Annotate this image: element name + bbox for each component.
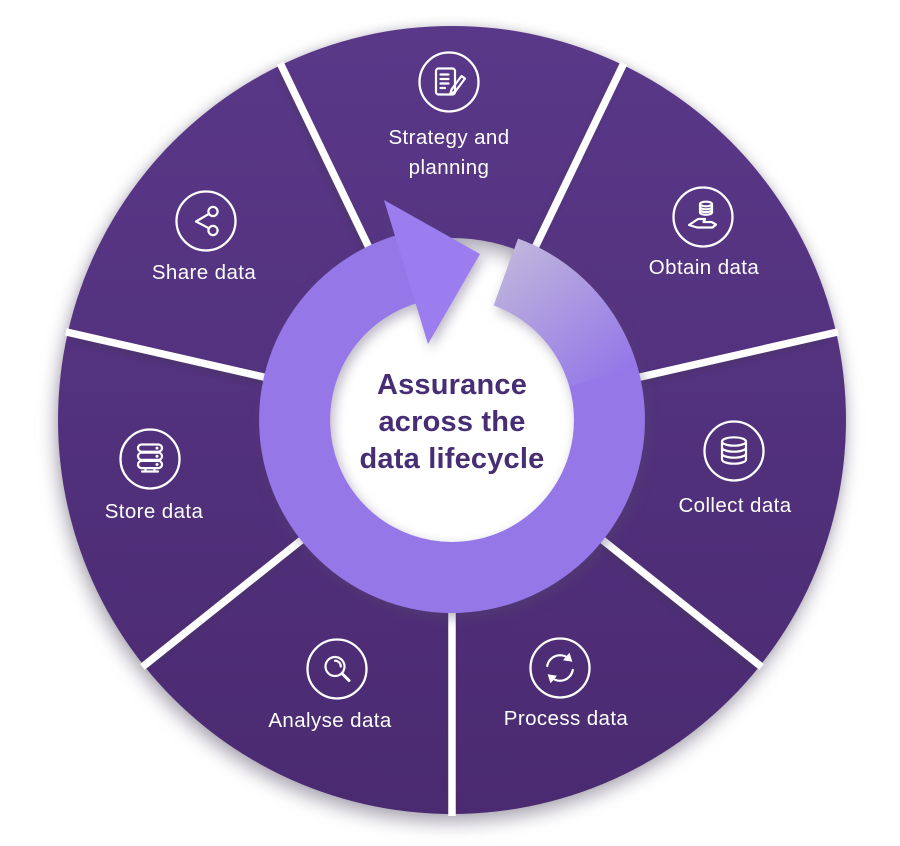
share-nodes-icon <box>175 190 237 252</box>
cycle-arrowhead <box>384 200 480 344</box>
segment-label-share-data: Share data <box>152 261 256 284</box>
segment-wedge-analyse-data <box>144 533 452 814</box>
segment-label-analyse-data: Analyse data <box>268 709 392 732</box>
segment-wedge-share-data <box>67 65 374 380</box>
segment-wedge-strategy-planning <box>281 25 623 256</box>
wheel-segments <box>58 25 846 814</box>
segment-wedge-process-data <box>452 533 760 814</box>
document-pencil-icon <box>418 51 480 113</box>
cycle-ring-fade <box>492 238 638 388</box>
magnifier-icon <box>306 638 368 700</box>
sync-arrows-icon <box>529 637 591 699</box>
hand-coins-icon <box>672 186 734 248</box>
segment-label-process-data: Process data <box>504 707 629 730</box>
server-stack-icon <box>119 428 181 490</box>
database-icon <box>703 420 765 482</box>
segment-label-obtain-data: Obtain data <box>649 256 760 279</box>
segment-label-collect-data: Collect data <box>678 494 791 517</box>
segment-label-store-data: Store data <box>105 500 204 523</box>
segment-wedge-obtain-data <box>531 65 837 380</box>
cycle-arrow-ring <box>259 200 645 613</box>
